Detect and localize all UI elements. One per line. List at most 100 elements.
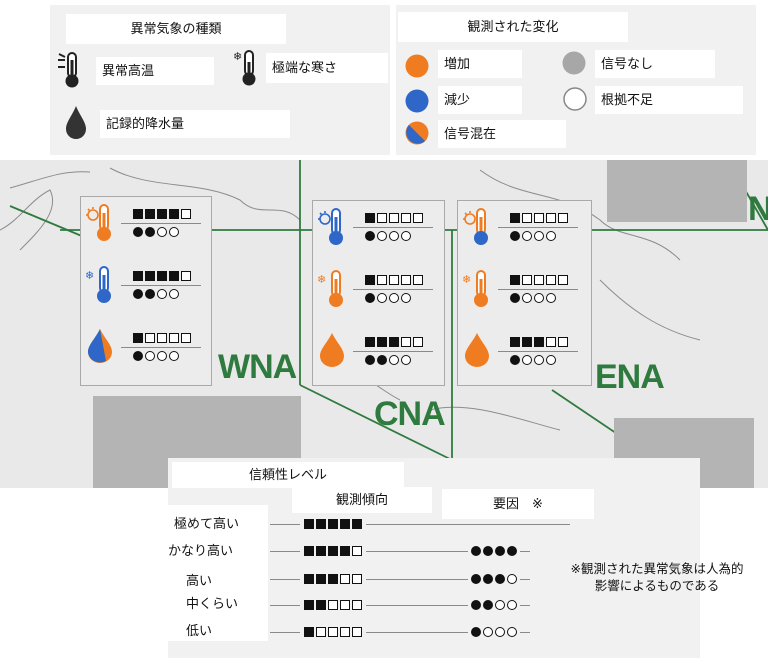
factor-dots <box>365 355 411 365</box>
filled-square <box>133 209 143 219</box>
drop-icon <box>462 331 492 371</box>
empty-dot <box>534 231 544 241</box>
region-label-cna: CNA <box>374 395 446 433</box>
increase-swatch <box>404 53 430 83</box>
empty-square <box>522 213 532 223</box>
legend-change-4-label: 根拠不足 <box>601 92 654 108</box>
level-dots <box>468 546 520 556</box>
legend-change-1-label: 増加 <box>444 56 471 72</box>
trend-squares <box>133 271 191 281</box>
row-divider <box>121 285 201 286</box>
factor-dots <box>510 355 556 365</box>
level-guide-line <box>270 524 570 525</box>
empty-square <box>352 627 362 637</box>
confidence-level-label: 中くらい <box>186 597 239 612</box>
legend-type-3-box: 記録的降水量 <box>100 110 290 138</box>
region-map: N WNA CNA ENA ❄ ❄ ❄ <box>0 160 768 488</box>
filled-square <box>377 337 387 347</box>
empty-square <box>413 213 423 223</box>
filled-square <box>389 337 399 347</box>
level-squares <box>300 574 366 584</box>
empty-dot <box>507 627 517 637</box>
row-divider <box>498 227 578 228</box>
region-label-partial: N <box>748 190 768 228</box>
empty-square <box>522 275 532 285</box>
filled-dot <box>471 574 481 584</box>
hot-thermometer-icon <box>56 50 86 94</box>
filled-square <box>145 271 155 281</box>
legend-type-2-box: 極端な寒さ <box>266 53 388 83</box>
row-divider <box>353 351 433 352</box>
empty-square <box>352 546 362 556</box>
row-divider <box>121 347 201 348</box>
empty-dot <box>546 293 556 303</box>
level-dots <box>468 600 520 610</box>
drop-icon <box>317 331 347 371</box>
filled-dot <box>483 546 493 556</box>
trend-squares <box>133 333 191 343</box>
filled-dot <box>495 546 505 556</box>
filled-dot <box>471 546 481 556</box>
filled-dot <box>507 546 517 556</box>
level-dots <box>468 574 520 584</box>
no-signal-swatch <box>561 50 587 80</box>
row-divider <box>353 289 433 290</box>
filled-square <box>304 627 314 637</box>
row-divider <box>353 227 433 228</box>
filled-square <box>304 546 314 556</box>
legend-type-1-box: 異常高温 <box>96 57 214 85</box>
legend-change-2-label: 信号なし <box>601 56 654 72</box>
trend-squares <box>510 213 568 223</box>
level-dots <box>468 627 520 637</box>
filled-square <box>328 574 338 584</box>
empty-square <box>546 275 556 285</box>
filled-square <box>328 519 338 529</box>
trend-squares <box>510 337 568 347</box>
empty-dot <box>534 293 544 303</box>
empty-square <box>534 213 544 223</box>
factor-header-box: 要因 ※ <box>442 489 594 519</box>
empty-dot <box>534 355 544 365</box>
legend-change-3-label: 減少 <box>444 92 471 108</box>
empty-square <box>377 213 387 223</box>
filled-square <box>510 337 520 347</box>
empty-square <box>389 275 399 285</box>
trend-column-header: 観測傾向 <box>335 492 388 508</box>
level-guide-line <box>270 605 530 606</box>
empty-square <box>181 333 191 343</box>
filled-square <box>328 546 338 556</box>
svg-text:❄: ❄ <box>85 269 94 282</box>
filled-square <box>316 574 326 584</box>
filled-square <box>534 337 544 347</box>
cold-thermometer-icon: ❄ <box>85 265 119 309</box>
row-divider <box>498 351 578 352</box>
svg-text:❄: ❄ <box>462 273 471 286</box>
filled-square <box>145 209 155 219</box>
filled-square <box>510 275 520 285</box>
hot-thermometer-icon <box>462 207 496 251</box>
trend-squares <box>365 213 423 223</box>
region-label-wna: WNA <box>218 348 297 386</box>
filled-dot <box>365 355 375 365</box>
trend-header-box: 観測傾向 <box>292 487 432 513</box>
empty-dot <box>522 231 532 241</box>
filled-dot <box>510 293 520 303</box>
map-redaction-top-right <box>607 160 747 222</box>
legend-type-2-label: 極端な寒さ <box>272 60 338 76</box>
factor-dots <box>365 293 411 303</box>
empty-square <box>181 209 191 219</box>
empty-dot <box>169 289 179 299</box>
level-squares <box>300 600 366 610</box>
drop-icon <box>64 104 88 144</box>
confidence-level-label: 高い <box>186 574 213 589</box>
legend-change-1-box: 増加 <box>438 50 522 78</box>
region-card-cna: ❄ <box>312 200 445 386</box>
filled-square <box>316 546 326 556</box>
filled-dot <box>471 600 481 610</box>
drop-icon <box>85 327 115 367</box>
filled-square <box>133 333 143 343</box>
empty-square <box>340 627 350 637</box>
empty-square <box>546 213 556 223</box>
cold-thermometer-icon: ❄ <box>462 269 496 313</box>
empty-square <box>413 275 423 285</box>
